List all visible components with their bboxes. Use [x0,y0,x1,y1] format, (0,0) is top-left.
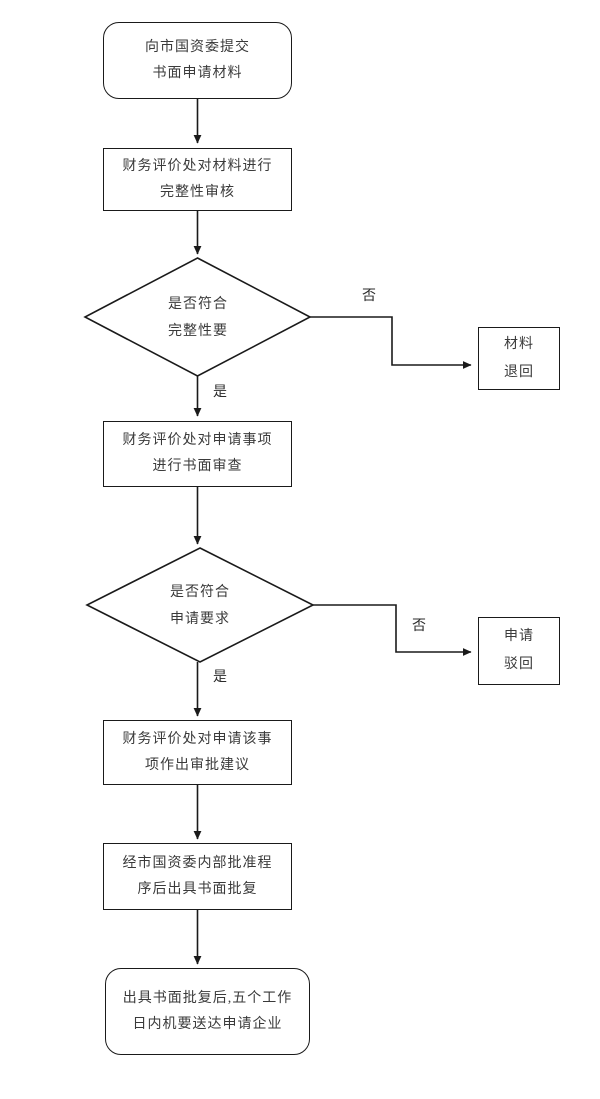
decision-label-completeness: 是否符合 完整性要 [143,290,253,346]
node-line: 财务评价处对申请事项 [122,433,273,449]
node-line: 财务评价处对材料进行 [122,158,273,174]
node-line: 是否符合 [168,296,228,312]
node-line: 材料 [504,336,534,352]
node-line: 书面申请材料 [152,65,243,81]
node-delivery-to-enterprise[interactable]: 出具书面批复后,五个工作 日内机要送达申请企业 [105,968,310,1055]
node-submit-application[interactable]: 向市国资委提交 书面申请材料 [103,22,292,99]
node-material-returned[interactable]: 材料 退回 [478,327,560,390]
node-line: 申请 [504,629,534,644]
node-line: 申请要求 [170,612,230,627]
node-line: 完整性要 [168,324,228,339]
node-line: 完整性审核 [160,184,235,200]
node-line: 驳回 [504,657,534,672]
edge-label-d1-yes: 是 [213,385,228,400]
node-internal-approval-reply[interactable]: 经市国资委内部批准程 序后出具书面批复 [103,843,292,910]
node-line: 向市国资委提交 [145,39,250,55]
node-line: 财务评价处对申请该事 [122,731,273,747]
decision-label-requirements: 是否符合 申请要求 [145,578,255,634]
node-line: 经市国资委内部批准程 [122,855,273,871]
node-line: 退回 [504,364,534,380]
edge-label-d1-no: 否 [362,289,377,304]
node-line: 出具书面批复后,五个工作 [122,990,293,1006]
node-line: 日内机要送达申请企业 [132,1016,283,1032]
decision-shape-requirements[interactable] [85,547,315,663]
node-line: 序后出具书面批复 [137,881,258,897]
node-completeness-review[interactable]: 财务评价处对材料进行 完整性审核 [103,148,292,211]
connector-d1-no-return [310,316,472,369]
edge-label-d2-no: 否 [412,619,427,634]
node-line: 进行书面审查 [152,459,243,474]
node-approval-recommendation[interactable]: 财务评价处对申请该事 项作出审批建议 [103,720,292,785]
node-line: 项作出审批建议 [145,757,250,773]
node-line: 是否符合 [170,584,230,600]
edge-label-d2-yes: 是 [213,670,228,685]
connector-d2-no-reject [313,604,472,656]
node-written-examination[interactable]: 财务评价处对申请事项 进行书面审查 [103,421,292,487]
node-application-rejected[interactable]: 申请 驳回 [478,617,560,685]
